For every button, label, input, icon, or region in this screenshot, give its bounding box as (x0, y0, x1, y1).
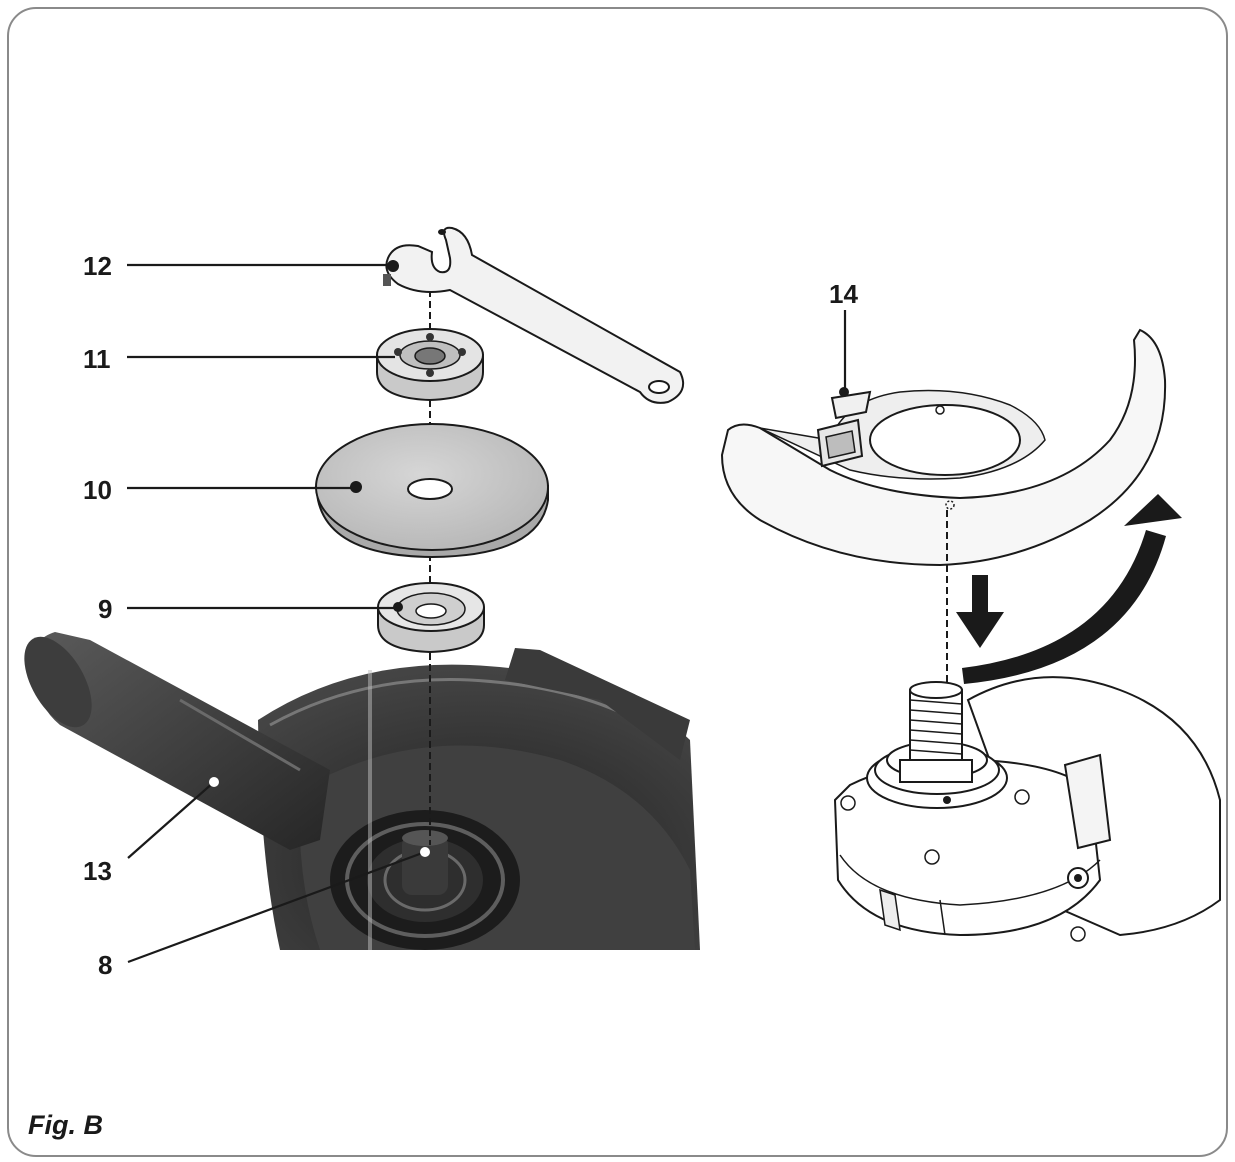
down-arrow (956, 575, 1004, 648)
rotate-arrow (962, 494, 1182, 684)
inner-flange (377, 582, 485, 654)
grinder-photo (24, 632, 700, 950)
callout-12: 12 (83, 251, 112, 281)
callout-14: 14 (829, 279, 858, 309)
wheel-guard (720, 328, 1167, 567)
callout-11: 11 (83, 344, 111, 374)
callout-10: 10 (83, 475, 112, 505)
outer-flange (376, 328, 484, 402)
callout-9: 9 (98, 594, 113, 624)
callout-13: 13 (83, 856, 112, 886)
cutting-disc (314, 423, 549, 559)
leader-dot-13 (209, 777, 219, 787)
figure-caption: Fig. B (28, 1110, 103, 1140)
grinder-head (833, 676, 1221, 942)
figure-border (7, 7, 1228, 1157)
leader-dot-8 (420, 847, 430, 857)
callout-8: 8 (98, 950, 113, 980)
leader-lines-left (127, 263, 426, 964)
spanner-wrench (383, 226, 684, 404)
